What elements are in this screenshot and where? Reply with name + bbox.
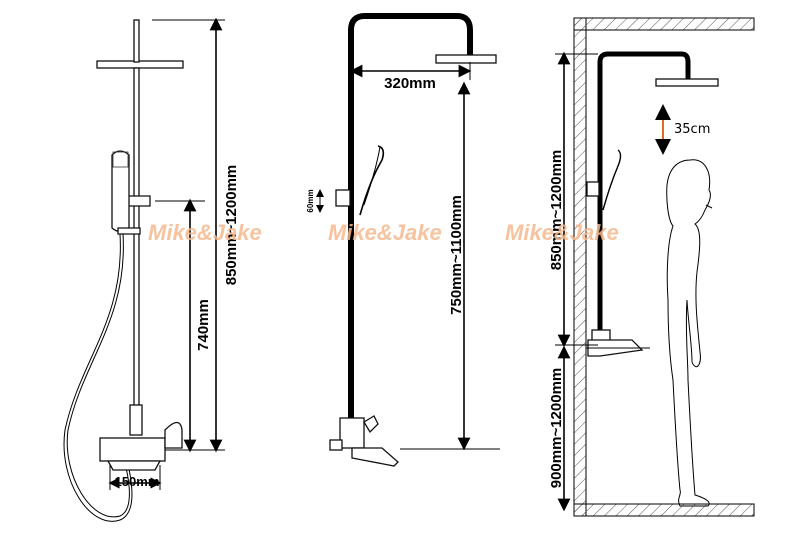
ceiling xyxy=(573,17,755,31)
shower-arm-installed xyxy=(597,51,691,350)
mixer-body xyxy=(99,437,166,462)
rain-shower-head xyxy=(96,60,184,69)
hand-shower-side xyxy=(359,145,385,216)
mixer-handle-side xyxy=(363,415,379,434)
watermark-text-1: Mike&Jake xyxy=(148,220,262,245)
front-view-diagram: 850mm~1200mm 740mm 150mm xyxy=(63,17,240,522)
mixer-handle xyxy=(164,421,183,449)
hand-shower-holder xyxy=(117,227,141,235)
rain-shower-head-side xyxy=(435,54,497,64)
label-spout-width: 150mm xyxy=(115,474,160,489)
label-lower-height: 740mm xyxy=(195,299,212,351)
label-arm-length: 320mm xyxy=(384,75,436,92)
tub-spout-side xyxy=(351,447,399,467)
tub-spout xyxy=(106,460,162,471)
label-head-clearance: 35cm xyxy=(674,122,710,137)
installation-view-diagram: 35cm 850mm~1200mm 900mm~1200mm xyxy=(548,17,755,517)
mixer-valve xyxy=(129,404,143,436)
label-holder-gap: 60mm xyxy=(306,189,315,212)
side-view-diagram: 60mm 320mm 750mm~1100mm xyxy=(306,13,500,467)
label-side-total-height: 750mm~1100mm xyxy=(448,195,465,315)
wall xyxy=(573,17,587,517)
person-silhouette xyxy=(666,159,711,507)
watermark: Mike&Jake Mike&Jake Mike&Jake xyxy=(148,220,619,245)
rain-shower-head-installed xyxy=(655,78,719,87)
floor xyxy=(573,503,755,517)
label-floor-height: 900mm~1200mm xyxy=(548,368,565,489)
watermark-text-3: Mike&Jake xyxy=(505,220,619,245)
mixer-body-side xyxy=(339,417,365,449)
shower-arm xyxy=(133,19,140,63)
label-upper-height: 850mm~1200mm xyxy=(548,150,565,271)
hand-shower-installed xyxy=(602,149,622,211)
holder-clamp xyxy=(335,189,351,207)
riser-pipe xyxy=(133,67,140,429)
shower-hose xyxy=(63,233,133,522)
watermark-text-2: Mike&Jake xyxy=(328,220,442,245)
label-total-height: 850mm~1200mm xyxy=(223,165,240,286)
hand-shower xyxy=(111,150,130,233)
